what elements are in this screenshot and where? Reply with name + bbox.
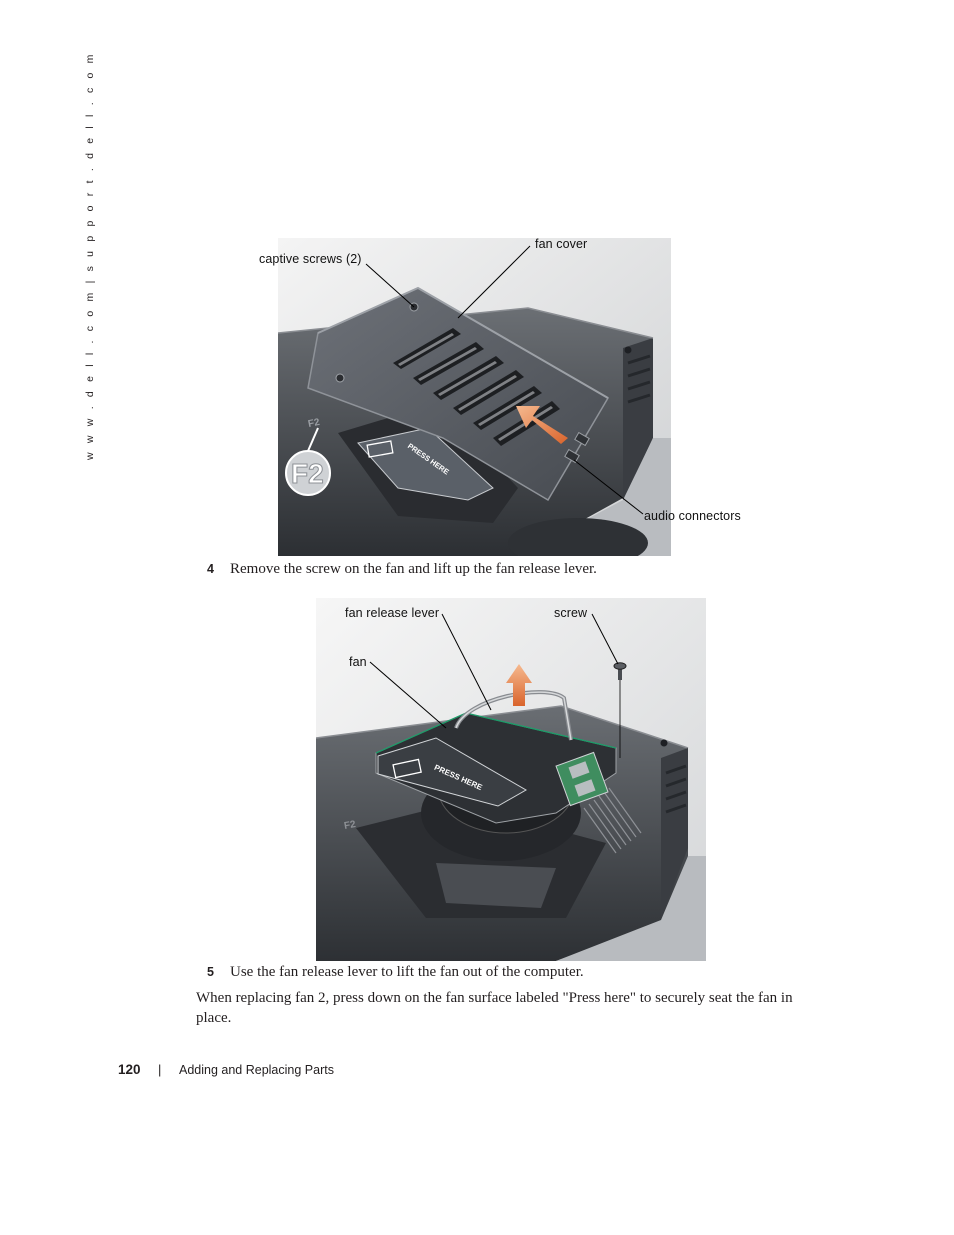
audio-connectors <box>564 431 590 464</box>
keycap-f2: F2 <box>343 819 357 832</box>
step-number: 4 <box>207 562 214 576</box>
callout-screw: screw <box>554 606 588 620</box>
fan-removal-illustration: PRESS HERE F2 <box>316 598 706 961</box>
side-vents <box>665 764 687 814</box>
laptop-side <box>661 748 688 918</box>
heat-sink <box>583 787 642 854</box>
step-text: Use the fan release lever to lift the fa… <box>230 964 584 980</box>
callout-leaders <box>365 245 644 515</box>
bottom-rail <box>556 856 706 961</box>
callout-leaders <box>369 613 619 729</box>
step-number: 5 <box>207 965 214 979</box>
press-here-area <box>377 737 528 807</box>
step-text: Remove the screw on the fan and lift up … <box>230 561 597 577</box>
sidebar-url-text: w w w . d e l l . c o m | s u p p o r t … <box>84 51 96 460</box>
laptop-side <box>623 338 653 503</box>
replacement-note: When replacing fan 2, press down on the … <box>196 990 793 1026</box>
lift-arrow <box>506 664 532 706</box>
keycap-f2-small: F2 <box>307 417 321 430</box>
section-title: Adding and Replacing Parts <box>179 1063 334 1077</box>
page-number: 120 <box>118 1062 141 1077</box>
footer-separator: | <box>158 1062 162 1077</box>
callout-fan-cover: fan cover <box>535 237 588 251</box>
side-vents <box>627 354 651 404</box>
callout-fan-release-lever: fan release lever <box>345 606 440 620</box>
callout-audio-connectors: audio connectors <box>644 509 741 523</box>
captive-screw <box>335 373 345 383</box>
callout-fan: fan <box>349 655 367 669</box>
sidebar-url: w w w . d e l l . c o m | s u p p o r t … <box>84 51 100 462</box>
fan-cover-illustration: PRESS HERE F2 F2 <box>278 238 671 556</box>
bottom-rail <box>518 438 671 556</box>
insert-arrow <box>516 406 568 444</box>
keycap-f2-large: F2 <box>291 458 324 489</box>
circuit-board <box>555 751 609 807</box>
screw-shape <box>613 662 627 758</box>
callout-captive-screws: captive screws (2) <box>259 252 362 266</box>
